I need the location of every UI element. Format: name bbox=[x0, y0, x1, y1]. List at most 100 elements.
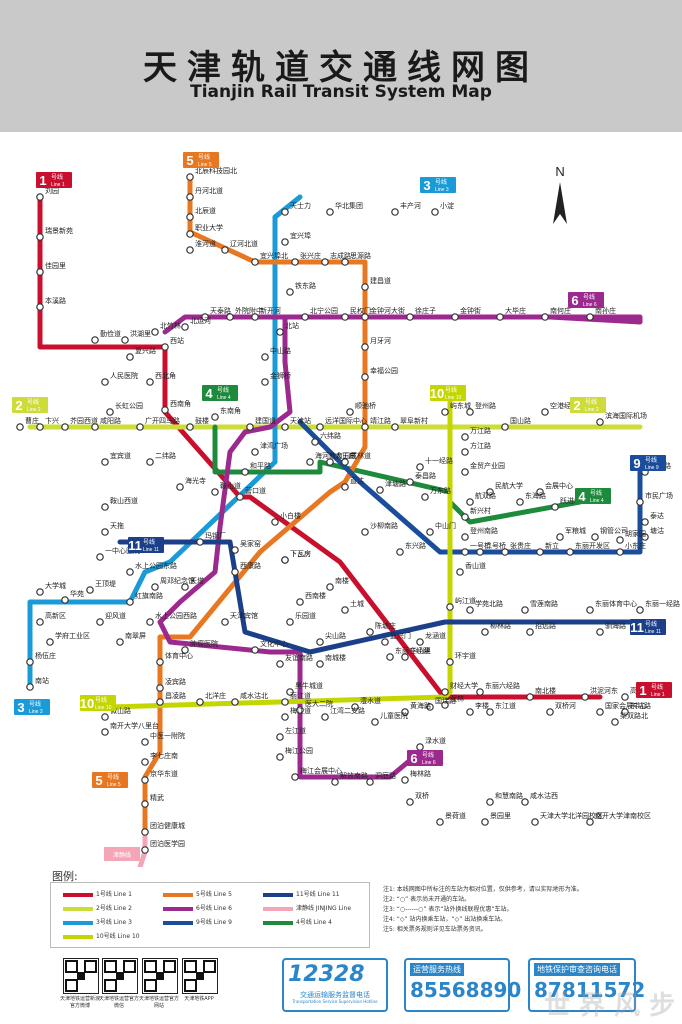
qr-code-website[interactable] bbox=[142, 958, 178, 994]
station-marker[interactable] bbox=[461, 533, 469, 541]
station-marker[interactable] bbox=[211, 413, 219, 421]
station-marker[interactable] bbox=[101, 378, 109, 386]
station-marker[interactable] bbox=[481, 628, 489, 636]
station-marker[interactable] bbox=[521, 798, 529, 806]
station-marker[interactable] bbox=[96, 618, 104, 626]
station-label[interactable]: 解放南路 bbox=[340, 771, 368, 780]
station-label[interactable]: 勤俭道 bbox=[100, 329, 121, 338]
station-marker[interactable] bbox=[621, 708, 629, 716]
station-label[interactable]: 徐庄子 bbox=[415, 306, 436, 315]
station-label[interactable]: 咸水沽西 bbox=[530, 791, 558, 800]
station-label[interactable]: 营口道 bbox=[245, 486, 266, 495]
station-marker[interactable] bbox=[156, 698, 164, 706]
station-label[interactable]: 南北楼 bbox=[535, 686, 556, 695]
station-label[interactable]: 登州南路 bbox=[470, 526, 498, 535]
station-marker[interactable] bbox=[486, 708, 494, 716]
station-marker[interactable] bbox=[106, 408, 114, 416]
station-marker[interactable] bbox=[461, 468, 469, 476]
station-label[interactable]: 梅林路 bbox=[410, 769, 431, 778]
station-marker[interactable] bbox=[416, 743, 424, 751]
station-label[interactable]: 学苑北路 bbox=[475, 599, 503, 608]
station-label[interactable]: 迎风道 bbox=[105, 611, 126, 620]
station-marker[interactable] bbox=[146, 618, 154, 626]
station-marker[interactable] bbox=[586, 818, 594, 826]
station-label[interactable]: 精武 bbox=[150, 793, 164, 802]
station-marker[interactable] bbox=[481, 818, 489, 826]
station-marker[interactable] bbox=[291, 773, 299, 781]
station-marker[interactable] bbox=[311, 438, 319, 446]
station-marker[interactable] bbox=[596, 708, 604, 716]
station-label[interactable]: 一中心医院 bbox=[105, 546, 140, 555]
station-label[interactable]: 东丽三经路 bbox=[395, 646, 430, 655]
station-marker[interactable] bbox=[196, 538, 204, 546]
station-label[interactable]: 民航大学 bbox=[495, 481, 523, 490]
station-marker[interactable] bbox=[401, 708, 409, 716]
qr-code-app[interactable] bbox=[182, 958, 218, 994]
station-marker[interactable] bbox=[151, 583, 159, 591]
station-marker[interactable] bbox=[341, 483, 349, 491]
station-marker[interactable] bbox=[146, 378, 154, 386]
station-label[interactable]: 本溪路 bbox=[45, 296, 66, 305]
station-marker[interactable] bbox=[251, 448, 259, 456]
station-marker[interactable] bbox=[36, 588, 44, 596]
station-marker[interactable] bbox=[406, 313, 414, 321]
station-label[interactable]: 津湾广场 bbox=[260, 441, 288, 450]
station-marker[interactable] bbox=[361, 373, 369, 381]
station-marker[interactable] bbox=[186, 246, 194, 254]
station-marker[interactable] bbox=[141, 800, 149, 808]
station-label[interactable]: 水上公园西路 bbox=[155, 611, 197, 620]
station-marker[interactable] bbox=[281, 423, 289, 431]
station-label[interactable]: 环宇道 bbox=[455, 651, 476, 660]
station-label[interactable]: 双桥 bbox=[415, 791, 429, 800]
station-label[interactable]: 天津宾馆 bbox=[230, 611, 258, 620]
station-marker[interactable] bbox=[276, 660, 284, 668]
station-label[interactable]: 红旗南路 bbox=[135, 591, 163, 600]
station-marker[interactable] bbox=[586, 606, 594, 614]
station-marker[interactable] bbox=[386, 653, 394, 661]
station-marker[interactable] bbox=[326, 458, 334, 466]
station-label[interactable]: 瑞景新苑 bbox=[45, 226, 73, 235]
station-label[interactable]: 咸阳路 bbox=[100, 416, 121, 425]
station-label[interactable]: 长虹公园 bbox=[115, 401, 143, 410]
station-marker[interactable] bbox=[616, 548, 624, 556]
station-marker[interactable] bbox=[461, 433, 469, 441]
station-marker[interactable] bbox=[616, 536, 624, 544]
station-label[interactable]: 北洋庄 bbox=[205, 691, 226, 700]
station-marker[interactable] bbox=[551, 503, 559, 511]
station-marker[interactable] bbox=[421, 493, 429, 501]
station-label[interactable]: 铁东路 bbox=[295, 281, 316, 290]
station-label[interactable]: 十一经路 bbox=[425, 456, 453, 465]
station-marker[interactable] bbox=[361, 528, 369, 536]
station-marker[interactable] bbox=[301, 313, 309, 321]
station-label[interactable]: 京华东道 bbox=[150, 769, 178, 778]
station-marker[interactable] bbox=[231, 698, 239, 706]
station-label[interactable]: 航双路 bbox=[475, 491, 496, 500]
station-label[interactable]: 海光寺 bbox=[185, 476, 206, 485]
station-label[interactable]: 北竹林 bbox=[160, 321, 181, 330]
station-label[interactable]: 凌宾路 bbox=[165, 677, 186, 686]
station-label[interactable]: 北站 bbox=[285, 321, 299, 330]
station-label[interactable]: 建国道 bbox=[255, 416, 276, 425]
station-marker[interactable] bbox=[641, 533, 649, 541]
station-marker[interactable] bbox=[641, 518, 649, 526]
station-marker[interactable] bbox=[526, 628, 534, 636]
station-marker[interactable] bbox=[186, 423, 194, 431]
station-label[interactable]: 东沽路 bbox=[630, 701, 651, 710]
station-label[interactable]: 南开大学八里台 bbox=[110, 721, 159, 730]
station-marker[interactable] bbox=[636, 498, 644, 506]
transit-map[interactable]: 刘园瑞景新苑佳园里本溪路勤俭道洪湖里西站西北角西南角二纬路海光寺鞍山道营口道小白… bbox=[0, 132, 682, 867]
station-marker[interactable] bbox=[16, 423, 24, 431]
station-label[interactable]: 泰达 bbox=[650, 511, 664, 520]
station-marker[interactable] bbox=[246, 423, 254, 431]
station-label[interactable]: 黄海路 bbox=[410, 701, 431, 710]
station-marker[interactable] bbox=[291, 258, 299, 266]
station-label[interactable]: 万东路 bbox=[430, 486, 451, 495]
station-label[interactable]: 丰产河 bbox=[400, 201, 421, 210]
station-marker[interactable] bbox=[541, 313, 549, 321]
